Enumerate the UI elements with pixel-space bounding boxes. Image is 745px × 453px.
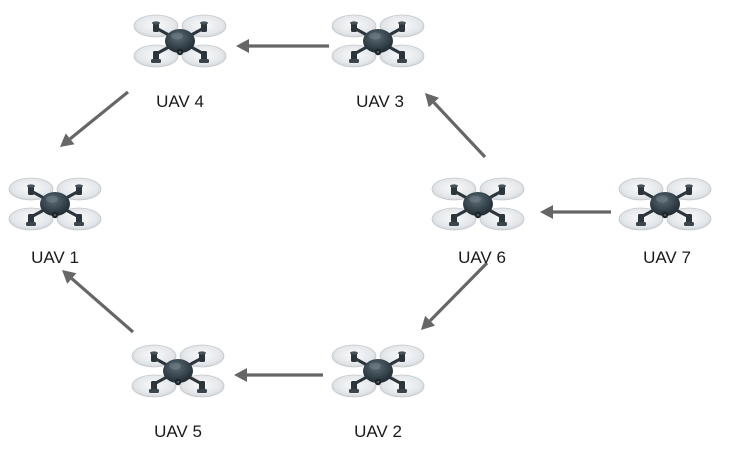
node-label: UAV 5: [154, 422, 202, 441]
arrow-shaft: [428, 261, 489, 322]
arrow-uav2-to-uav5: [234, 368, 323, 382]
nodes-layer: UAV 1 UAV 2 UAV 3 UAV 4 UAV 5 UAV 6 UAV 7: [7, 13, 713, 441]
node-label: UAV 4: [156, 92, 204, 111]
node-uav6: UAV 6: [430, 176, 526, 267]
arrowhead: [236, 39, 249, 53]
drone-icon: [130, 343, 226, 399]
arrow-uav6-to-uav2: [421, 261, 489, 330]
drone-icon: [132, 13, 228, 69]
arrow-uav7-to-uav6: [540, 205, 611, 219]
arrow-uav3-to-uav4: [236, 39, 329, 53]
node-uav4: UAV 4: [132, 13, 228, 111]
node-label: UAV 2: [354, 422, 402, 441]
arrowhead: [540, 205, 553, 219]
drone-icon: [430, 176, 526, 232]
arrow-shaft: [70, 277, 135, 334]
drone-icon: [7, 176, 103, 232]
arrowhead: [234, 368, 247, 382]
node-uav7: UAV 7: [617, 176, 713, 267]
arrowhead: [421, 315, 436, 330]
node-label: UAV 6: [458, 248, 506, 267]
arrow-uav6-to-uav3: [425, 93, 487, 159]
arrowhead: [62, 270, 77, 284]
node-uav5: UAV 5: [130, 343, 226, 441]
node-uav1: UAV 1: [7, 176, 103, 267]
node-uav2: UAV 2: [330, 343, 426, 441]
node-label: UAV 7: [643, 248, 691, 267]
arrow-uav5-to-uav1: [62, 270, 135, 334]
drone-icon: [330, 13, 426, 69]
node-label: UAV 3: [356, 92, 404, 111]
arrowhead: [60, 133, 75, 147]
arrow-shaft: [69, 90, 130, 141]
drone-icon: [330, 343, 426, 399]
drone-icon: [617, 176, 713, 232]
node-uav3: UAV 3: [330, 13, 426, 111]
edges-layer: [60, 39, 611, 382]
node-label: UAV 1: [31, 248, 79, 267]
arrow-uav4-to-uav1: [60, 90, 130, 147]
arrowhead: [425, 93, 439, 108]
arrow-shaft: [432, 101, 487, 159]
